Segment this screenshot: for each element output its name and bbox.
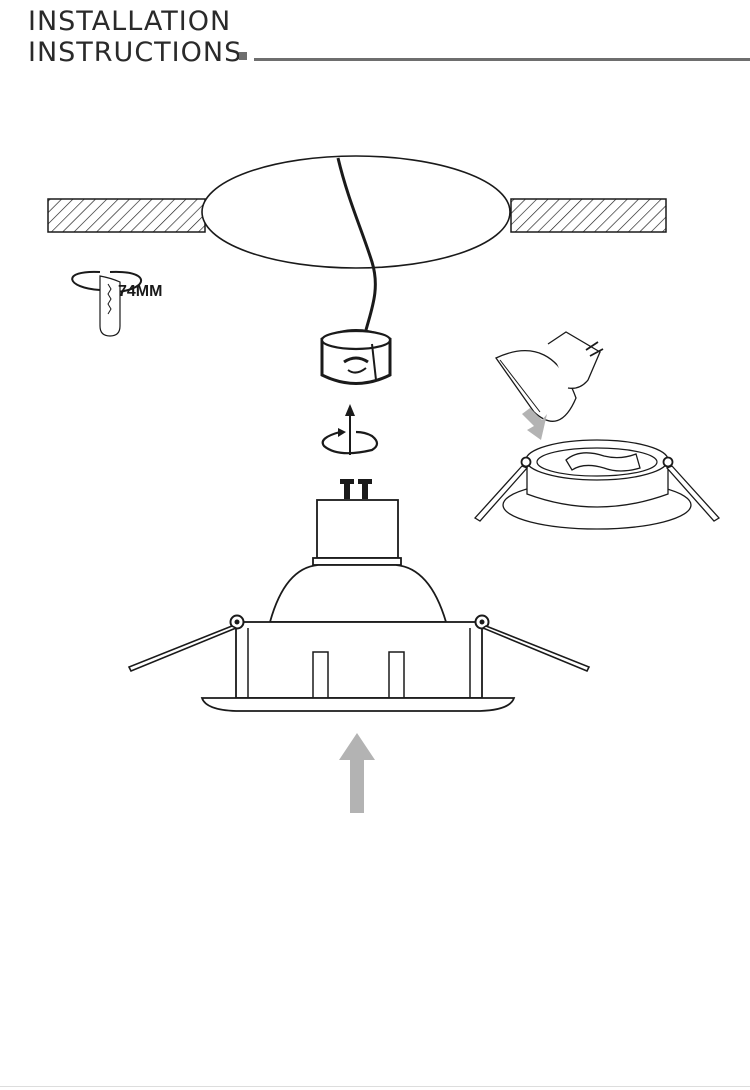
title-rule [254,58,750,61]
footer-divider [0,1086,750,1087]
inset-mr16-lamp [495,331,604,422]
title-line-instructions: INSTRUCTIONS [28,37,243,68]
twist-lock-arrow-icon [321,404,379,455]
ceiling-right-section [510,198,667,233]
inset-spring-clip-right [662,456,721,522]
page-title: INSTALLATION INSTRUCTIONS [28,6,242,68]
cutout-size-label: 74MM [118,283,162,300]
downlight-housing [127,614,591,712]
title-square-marker [239,52,247,60]
spring-clip-right [474,614,591,673]
gu10-lamp [268,479,448,623]
cutout-size-indicator: 74MM [71,270,162,337]
lamp-socket [320,329,392,385]
title-line-installation: INSTALLATION [28,6,232,37]
inset-insert-arrow-icon [522,408,547,440]
spring-clip-left [127,614,245,673]
push-up-arrow-icon [339,733,375,813]
power-cable [336,157,377,331]
inset-fixture [473,439,721,530]
ceiling-left-section [47,198,206,233]
ceiling-panel [47,155,667,269]
inset-spring-clip-left [473,456,532,522]
